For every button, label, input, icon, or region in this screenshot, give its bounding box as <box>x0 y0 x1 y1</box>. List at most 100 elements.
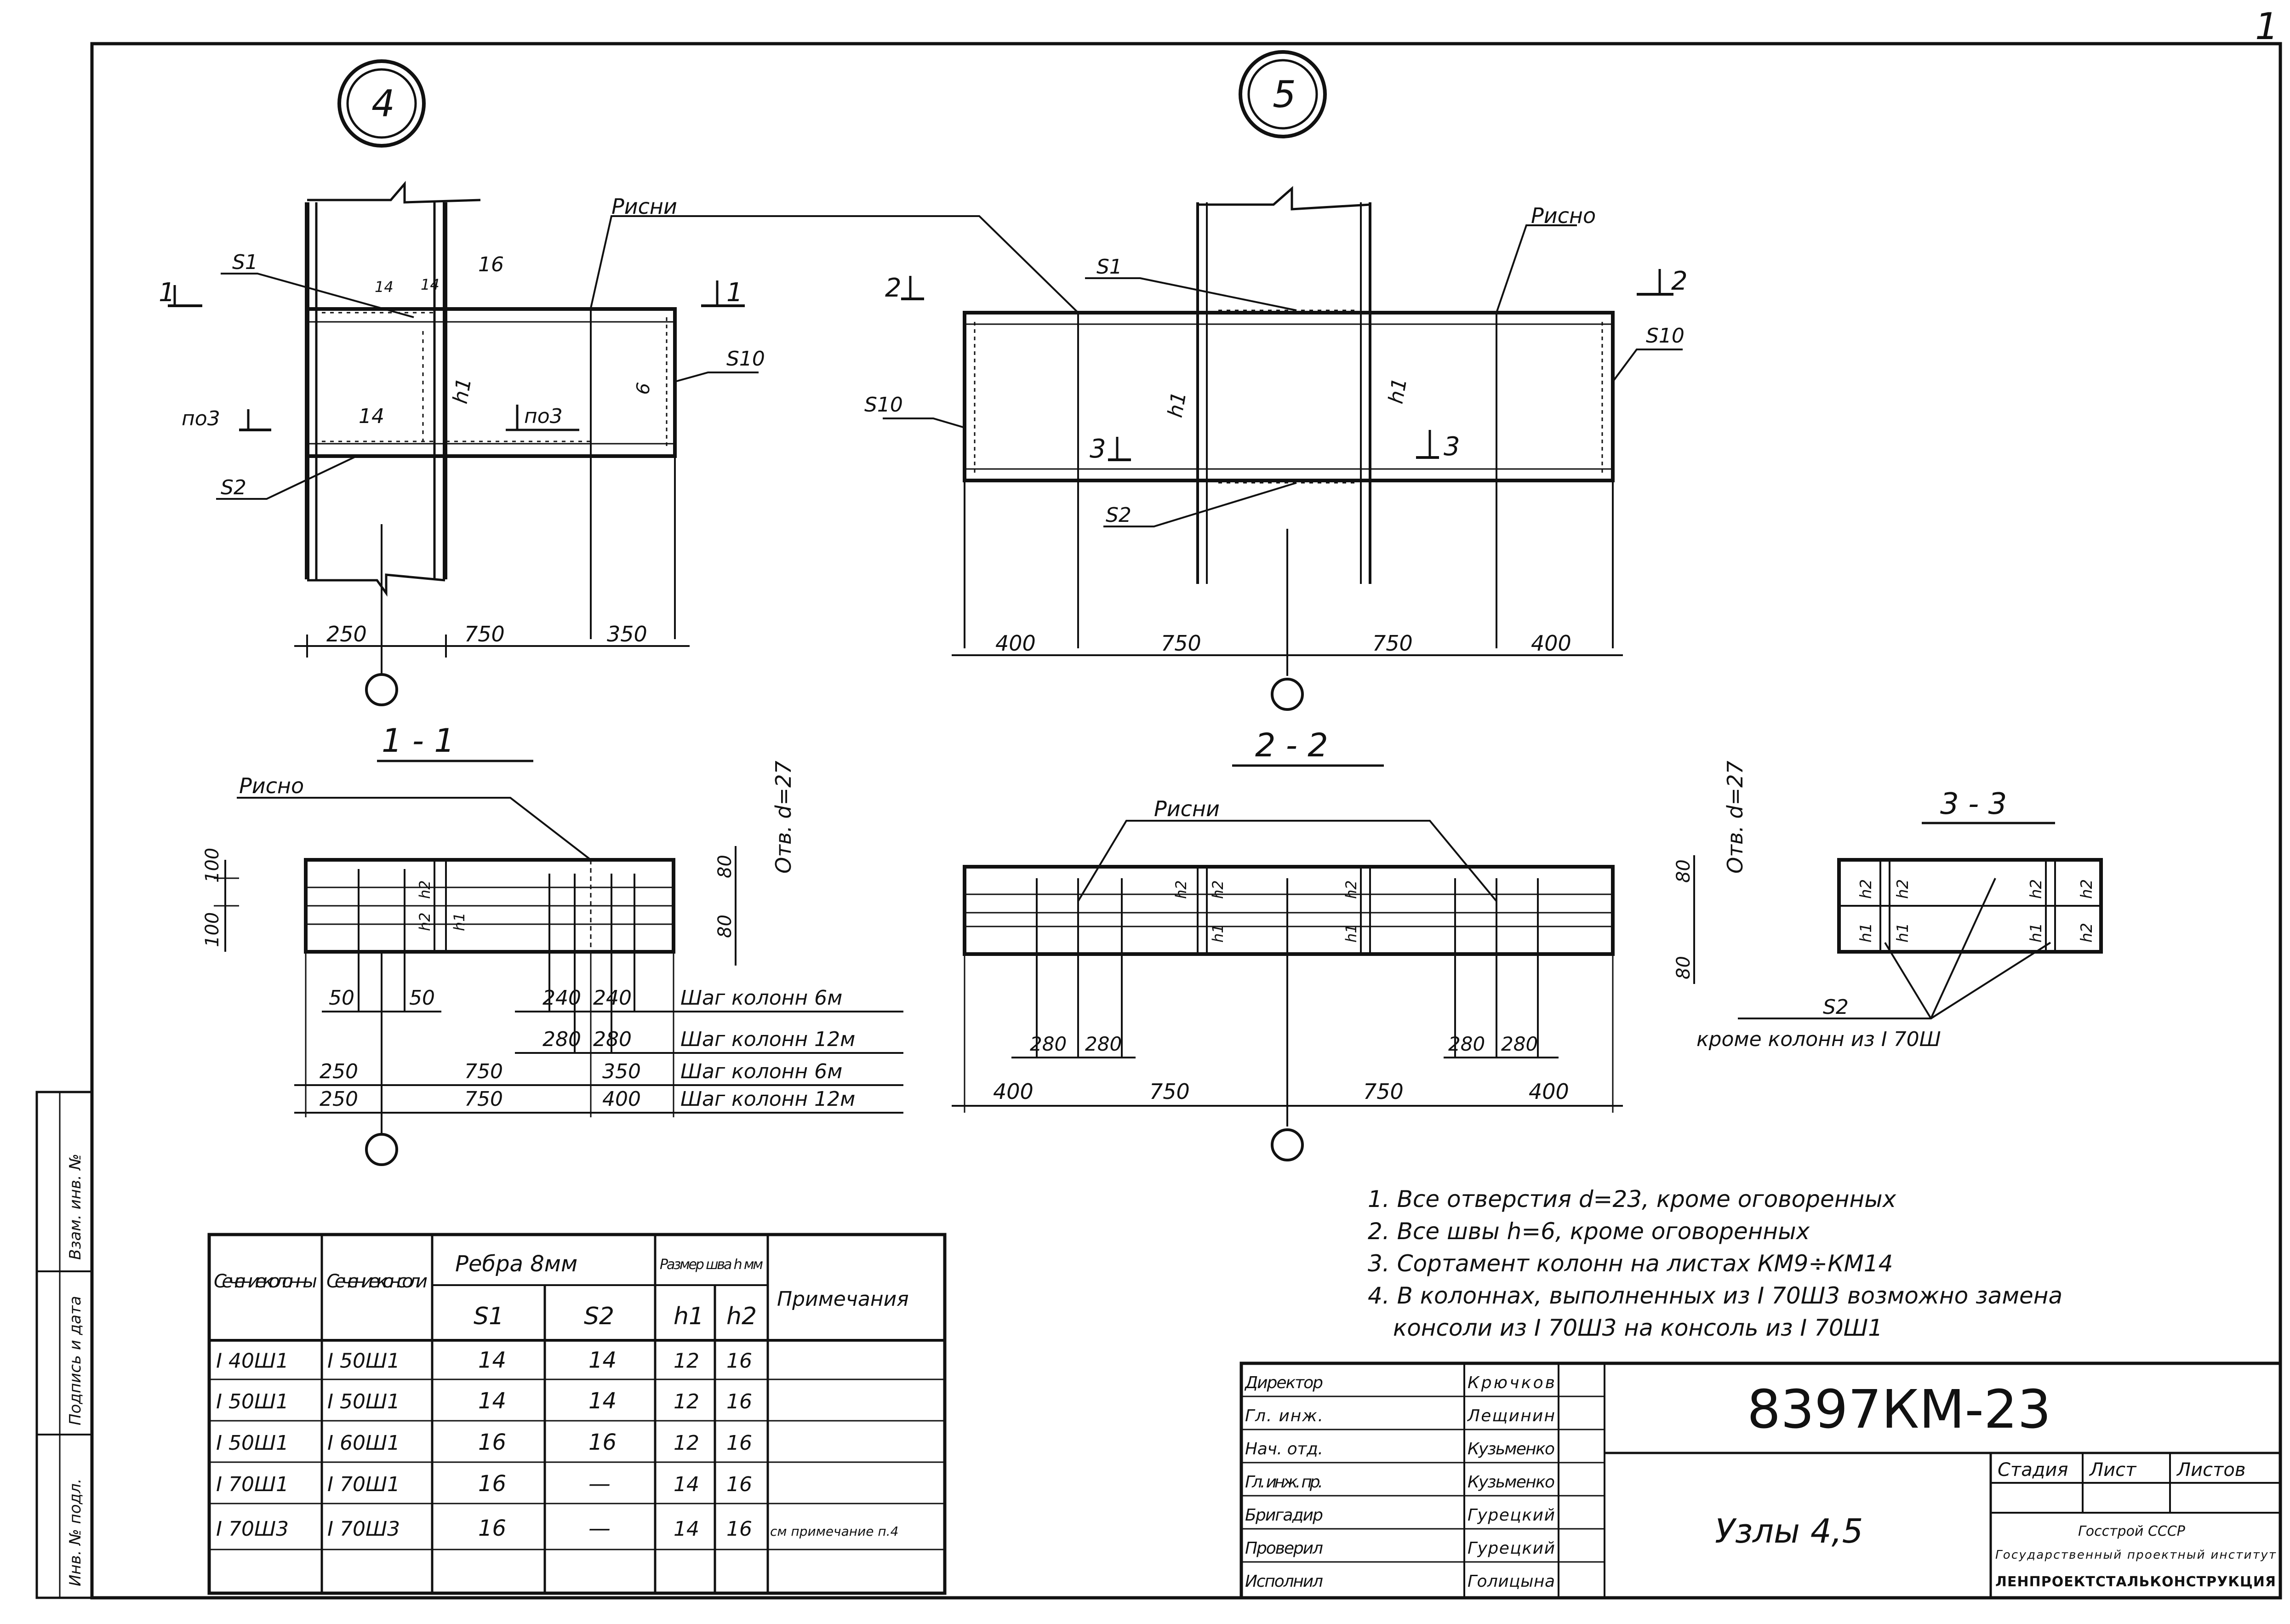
table-cell-rib-s1: 16 <box>478 1430 506 1455</box>
table-cell-col-section: I 50Ш1 <box>216 1431 289 1455</box>
weld-14a: 14 <box>375 278 394 296</box>
dim-2-2-4: 400 <box>1529 1079 1569 1104</box>
hole-spacing-2-2a: 280 <box>1030 1033 1067 1055</box>
dim-2-2-3: 750 <box>1363 1079 1404 1104</box>
weld-h2-2-2b: h2 <box>1209 880 1227 899</box>
note-3: 3. Сортамент колонн на листах КМ9÷КМ14 <box>1368 1250 1893 1277</box>
dim-node4-1: 250 <box>326 622 367 646</box>
weld-h1-3-3b: h1 <box>1894 923 1912 943</box>
weld-s10-right: S10 <box>1646 324 1685 348</box>
section-mark-po3-left: по3 <box>182 407 220 430</box>
dim-node4-3: 350 <box>607 622 647 646</box>
drawing-title: Узлы 4,5 <box>1715 1512 1863 1550</box>
doc-code: 8397КМ-23 <box>1747 1379 2051 1441</box>
table-cell-weld-h1: 12 <box>674 1431 699 1455</box>
weld-s1-node5: S1 <box>1096 255 1122 279</box>
hole-spacing-2-2c: 280 <box>1448 1033 1485 1055</box>
side-strip-label-3: Инв. № подл. <box>66 1478 85 1586</box>
table-cell-weld-h1: 14 <box>674 1473 699 1496</box>
table-cell-weld-h1: 14 <box>674 1517 699 1541</box>
table-header-col-section: Сечение колонны <box>214 1271 317 1292</box>
table-header-weld: Размер шва h мм <box>660 1257 763 1273</box>
weld-h1-3-3c: h1 <box>2027 923 2045 943</box>
weld-s2-node4: S2 <box>221 476 246 499</box>
table-cell-col-section: I 70Ш1 <box>216 1473 289 1496</box>
step-note-1: Шаг колонн 6м <box>680 986 842 1010</box>
dim-node5-4: 400 <box>1531 631 1571 656</box>
weld-16: 16 <box>478 253 504 276</box>
ribs-callout-node5: Рисно <box>1531 203 1596 228</box>
vdim-1-1-top: 100 <box>202 848 223 883</box>
section-title-1-1: 1 - 1 <box>382 722 455 760</box>
table-cell-col-section: I 40Ш1 <box>216 1350 289 1373</box>
side-strip-label-2: Подпись и дата <box>66 1296 85 1425</box>
table-cell-rib-s1: 16 <box>478 1471 506 1497</box>
hole-note-2-2: Отв. d=27 <box>1723 761 1747 874</box>
title-block-name: Гурецкий <box>1468 1506 1555 1525</box>
dim-2-2-2: 750 <box>1149 1079 1190 1104</box>
node-4-label: 4 <box>371 82 395 125</box>
ribs-table: Сечение колонны Сечение консоли Ребра 8м… <box>207 1233 947 1595</box>
table-header-ribs: Ребра 8мм <box>455 1251 577 1277</box>
ribs-callout-1-1: Рисно <box>239 773 304 798</box>
sheet-frame: Взам. инв. № Подпись и дата Инв. № подл.… <box>35 5 2282 1600</box>
title-block-role: Исполнил <box>1245 1572 1323 1591</box>
dim-1-1-c1: 250 <box>320 1060 358 1083</box>
section-mark-3-right: 3 <box>1444 432 1460 462</box>
title-block-name: Крючков <box>1468 1373 1555 1392</box>
note-3-3: кроме колонн из I 70Ш <box>1696 1028 1941 1051</box>
hole-dim-1-1-top: 80 <box>714 855 736 878</box>
title-block-name: Лещинин <box>1467 1407 1555 1425</box>
section-title-2-2: 2 - 2 <box>1255 726 1328 764</box>
dim-1-1-d2: 750 <box>464 1087 503 1111</box>
title-block-role: Нач. отд. <box>1245 1440 1323 1458</box>
node-5-label: 5 <box>1273 73 1296 116</box>
table-cell-weld-h2: 16 <box>726 1431 752 1455</box>
stage-header-sheet: Лист <box>2089 1459 2137 1481</box>
title-block-name: Кузьменко <box>1468 1473 1555 1492</box>
hole-note-1-1: Отв. d=27 <box>771 761 796 874</box>
note-1: 1. Все отверстия d=23, кроме оговоренных <box>1368 1186 1896 1212</box>
section-1-1: 1 - 1 h2 h2 h1 Рисно 100 100 80 80 Отв. … <box>202 722 903 1166</box>
table-cell-rib-s2: 14 <box>588 1388 617 1414</box>
node-4-plan: 4 Рисни S1 14 14 16 14 h1 6 S10 <box>159 59 765 706</box>
table-cell-console-section: I 70Ш3 <box>327 1517 400 1541</box>
dim-1-1-a3: 240 <box>543 986 581 1010</box>
weld-h1-node5a: h1 <box>1164 390 1191 419</box>
section-mark-2-right: 2 <box>1671 266 1688 296</box>
dim-1-1-a4: 240 <box>593 986 632 1010</box>
title-block-role: Проверил <box>1245 1539 1323 1558</box>
hole-spacing-2-2b: 280 <box>1085 1033 1122 1055</box>
weld-s2-node5: S2 <box>1106 503 1131 527</box>
section-mark-2-left: 2 <box>885 273 902 303</box>
table-cell-weld-h2: 16 <box>726 1390 752 1413</box>
hole-spacing-2-2d: 280 <box>1501 1033 1538 1055</box>
note-2: 2. Все швы h=6, кроме оговоренных <box>1368 1218 1810 1245</box>
hole-dim-2-2-bottom: 80 <box>1673 956 1694 979</box>
table-header-h2: h2 <box>726 1303 757 1330</box>
title-block-name: Гурецкий <box>1468 1539 1555 1558</box>
table-cell-console-section: I 50Ш1 <box>327 1390 400 1413</box>
weld-h2-3-3c: h2 <box>2027 879 2045 899</box>
table-header-h1: h1 <box>674 1303 704 1330</box>
weld-h1-2-2b: h1 <box>1342 924 1360 943</box>
table-header-console: Сечение консоли <box>326 1271 428 1292</box>
dim-1-1-a2: 50 <box>409 986 435 1010</box>
org-line-1: Госстрой СССР <box>2078 1523 2186 1539</box>
weld-h1-node4: h1 <box>449 376 476 406</box>
table-cell-rib-s1: 14 <box>478 1388 506 1414</box>
hole-dim-2-2-top: 80 <box>1673 859 1694 883</box>
table-cell-rib-s2: — <box>588 1471 611 1497</box>
step-note-2: Шаг колонн 12м <box>680 1028 855 1051</box>
weld-h2-3-3b: h2 <box>1894 879 1912 899</box>
table-cell-weld-h2: 16 <box>726 1350 752 1373</box>
dim-node5-1: 400 <box>995 631 1036 656</box>
table-header-s1: S1 <box>474 1303 504 1330</box>
weld-h1-1-1: h1 <box>451 912 468 931</box>
weld-h2-3-3a: h2 <box>1857 879 1875 899</box>
note-4-cont: консоли из I 70Ш3 на консоль из I 70Ш1 <box>1393 1315 1883 1341</box>
ribs-callout-node4: Рисни <box>611 194 677 219</box>
table-cell-weld-h2: 16 <box>726 1517 752 1541</box>
